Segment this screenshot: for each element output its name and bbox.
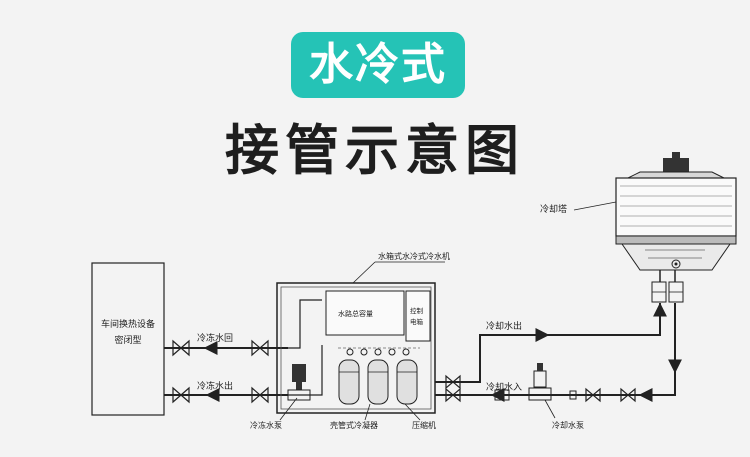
control-box — [405, 290, 431, 342]
workshop-equipment-box — [91, 262, 165, 416]
chilled-pump-label: 冷冻水泵 — [250, 420, 282, 430]
chilled-return-label: 冷冻水回 — [197, 332, 233, 344]
cooling-pump-label: 冷却水泵 — [552, 420, 584, 430]
cooling-out-pipe — [435, 303, 661, 383]
water-tank — [325, 290, 405, 336]
evaporator-cylinders — [338, 359, 418, 405]
cooling-tower — [615, 152, 737, 303]
valve-return-right — [251, 339, 269, 357]
valve-return-left — [172, 339, 190, 357]
valve-out-right — [251, 386, 269, 404]
valve-out-left — [172, 386, 190, 404]
control-box-label: 控制 — [410, 306, 424, 315]
cooling-pump — [528, 363, 552, 401]
valve-cooling-out — [445, 374, 461, 390]
evaporator-label: 壳管式冷凝器 — [330, 420, 378, 430]
valve-cooling-in-right-2 — [620, 387, 636, 403]
workshop-equipment-label: 车间换热设备 — [101, 318, 155, 330]
control-box-label-2: 电箱 — [410, 317, 424, 326]
valve-cooling-in-right-1 — [585, 387, 601, 403]
chilled-out-label: 冷冻水出 — [197, 380, 233, 392]
compressor-label: 压缩机 — [412, 420, 436, 430]
valve-cooling-in — [445, 387, 461, 403]
page-title: 水冷式 — [309, 39, 447, 90]
chiller-unit-frame — [276, 282, 436, 414]
filter — [494, 389, 510, 401]
title-badge: 水冷式 — [291, 32, 465, 98]
workshop-equipment-label-2: 密闭型 — [114, 334, 141, 346]
page-subtitle: 接管示意图 — [225, 119, 525, 182]
water-tank-label: 水路总容量 — [338, 309, 373, 318]
gauges — [346, 348, 410, 356]
cooling-tower-label: 冷却塔 — [540, 203, 567, 215]
unit-name-label: 水箱式水冷式冷水机 — [378, 251, 450, 261]
cooling-in-label: 冷却水入 — [486, 381, 522, 393]
cooling-out-label: 冷却水出 — [486, 320, 522, 332]
chilled-pump — [287, 364, 311, 401]
